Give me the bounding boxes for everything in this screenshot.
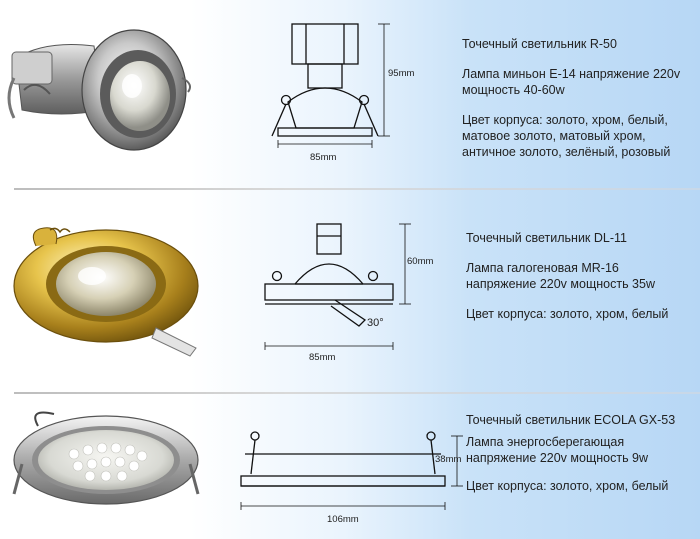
lamp-line: Лампа галогеновая MR-16 xyxy=(466,261,619,275)
lamp-line: мощность 40-60w xyxy=(462,83,565,97)
product-r50-section: 95mm 85mm Точечный светильник R-50 Лампа… xyxy=(0,0,700,188)
product-gx53-photo xyxy=(12,411,200,505)
dim-height-label: 38mm xyxy=(435,454,461,465)
dim-width-label: 106mm xyxy=(327,514,359,525)
dim-height-label: 60mm xyxy=(407,256,433,267)
dim-width-label: 85mm xyxy=(310,152,336,163)
product-r50-drawing: 95mm 85mm xyxy=(271,23,414,163)
section-divider xyxy=(14,188,700,190)
product-r50-photo xyxy=(7,29,191,151)
product-gx53-drawing: 38mm 106mm xyxy=(240,431,463,525)
dim-width-label: 85mm xyxy=(309,352,335,363)
lamp-line: Лампа миньон Е-14 напряжение 220v xyxy=(462,67,681,81)
lamp-line: Лампа энергосберегающая xyxy=(466,435,625,449)
background-gradient xyxy=(190,0,700,539)
product-title: Точечный светильник R-50 xyxy=(462,37,617,51)
product-dl11-spec: Точечный светильник DL-11 Лампа галогено… xyxy=(466,230,668,322)
color-line: Цвет корпуса: золото, хром, белый xyxy=(466,479,669,493)
product-dl11-photo xyxy=(13,227,199,357)
lamp-line: напряжение 220v мощность 35w xyxy=(466,277,655,291)
lamp-line: напряжение 220v мощность 9w xyxy=(466,451,649,465)
product-title: Точечный светильник DL-11 xyxy=(466,231,627,245)
dim-height-label: 95mm xyxy=(388,68,414,79)
dim-angle-label: 30° xyxy=(367,317,384,329)
color-line: Цвет корпуса: золото, хром, белый, xyxy=(462,113,668,127)
section-divider xyxy=(14,392,700,394)
color-line: Цвет корпуса: золото, хром, белый xyxy=(466,307,669,321)
product-r50-spec: Точечный светильник R-50 Лампа миньон Е-… xyxy=(462,36,680,160)
color-line: античное золото, зелёный, розовый xyxy=(462,145,671,159)
color-line: матовое золото, матовый хром, xyxy=(462,129,646,143)
product-gx53-section: 38mm 106mm Точечный светильник ECOLA GX-… xyxy=(0,394,700,539)
product-dl11-section: 60mm 30° 85mm Точечный светильник DL-11 … xyxy=(0,190,700,392)
product-title: Точечный светильник ECOLA GX-53 xyxy=(466,413,676,427)
product-gx53-spec: Точечный светильник ECOLA GX-53 Лампа эн… xyxy=(466,412,675,494)
product-dl11-drawing: 60mm 30° 85mm xyxy=(264,223,433,363)
